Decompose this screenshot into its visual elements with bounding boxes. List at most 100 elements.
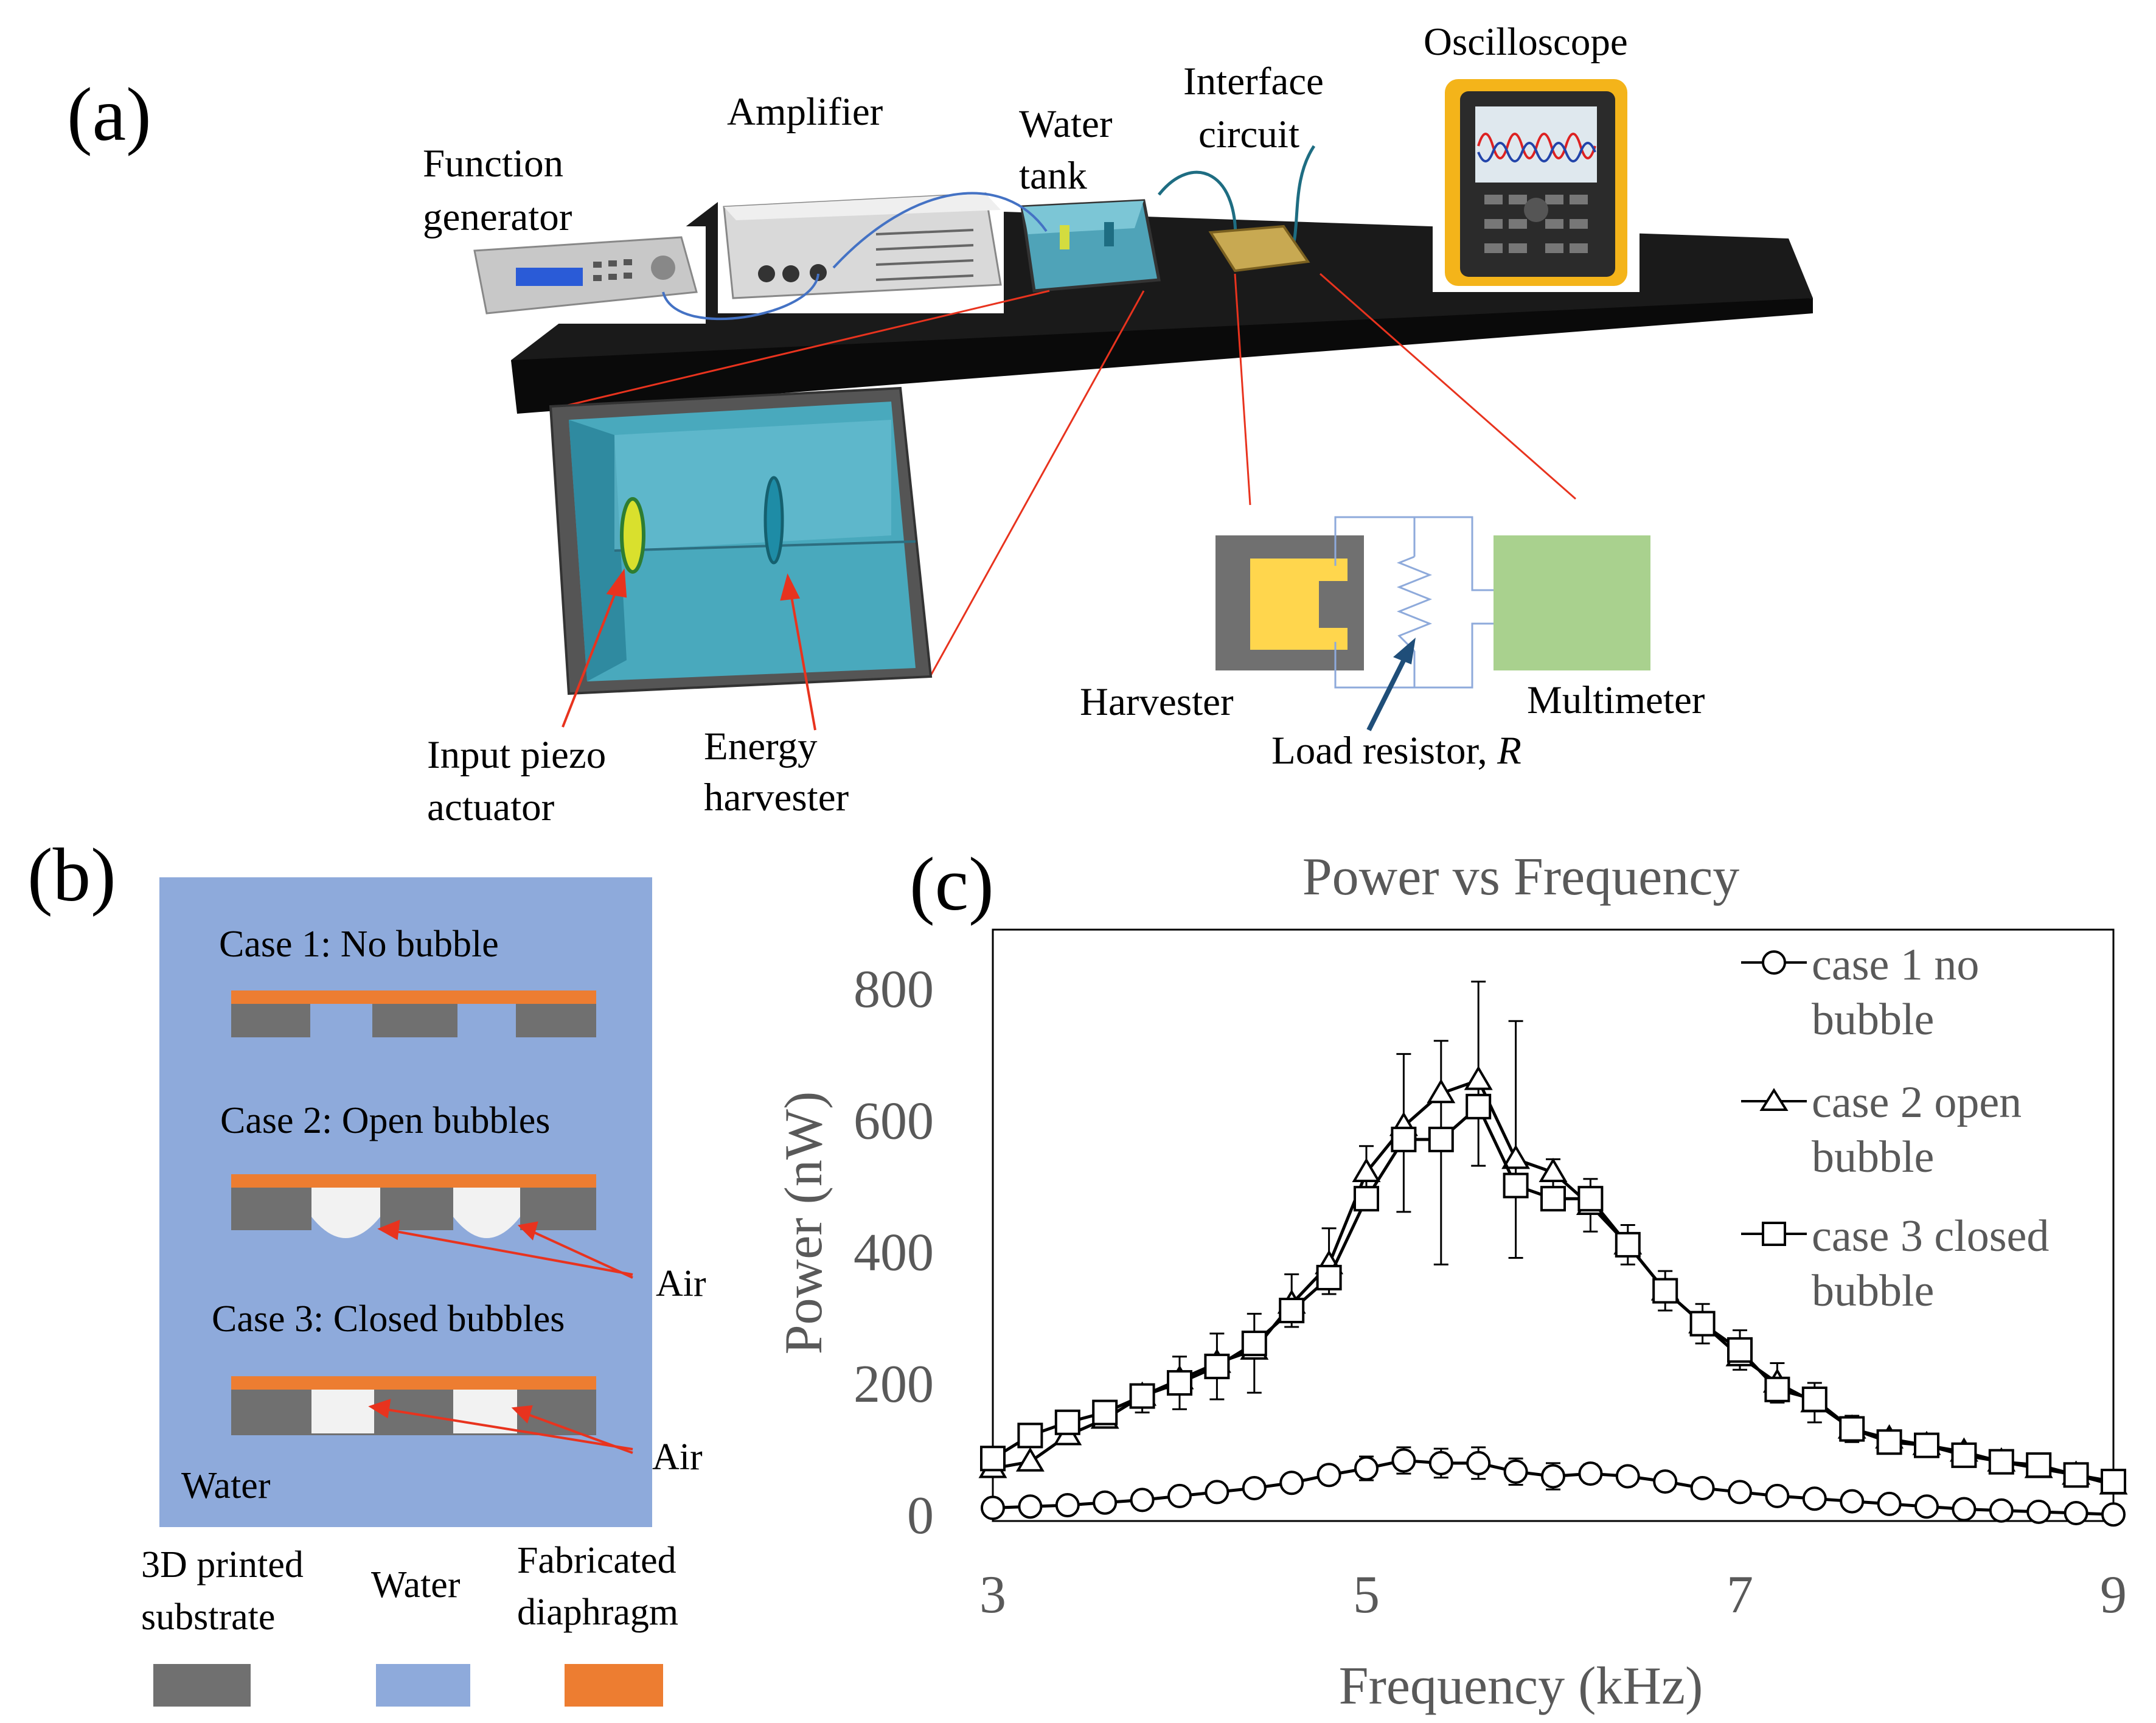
- oscilloscope-device: [1433, 76, 1640, 292]
- y-tick-label: 800: [854, 960, 934, 1019]
- label-function-generator-2: generator: [423, 195, 572, 239]
- legend-swatch-substrate: [153, 1664, 251, 1707]
- y-tick-label: 200: [854, 1355, 934, 1414]
- data-point-square: [1167, 1370, 1192, 1396]
- data-point-square: [1727, 1337, 1753, 1363]
- y-axis-label: Power (nW): [774, 1091, 833, 1355]
- data-point-circle: [1914, 1494, 1939, 1519]
- data-point-square: [1316, 1264, 1342, 1290]
- data-point-circle: [1055, 1493, 1080, 1518]
- label-energy-harvester-2: harvester: [704, 776, 849, 820]
- y-tick-label: 400: [854, 1224, 934, 1283]
- data-point-square: [1652, 1278, 1678, 1304]
- label-multimeter: Multimeter: [1527, 678, 1705, 722]
- tank-detail: [549, 386, 933, 695]
- cable-1: [662, 273, 819, 321]
- data-point-circle: [1840, 1489, 1865, 1514]
- data-point-square: [1129, 1383, 1155, 1409]
- data-point-circle: [1391, 1448, 1416, 1473]
- data-point-circle: [1541, 1464, 1565, 1489]
- legend-diaphragm-2: diaphragm: [517, 1592, 678, 1633]
- panel-b-label: (b): [27, 834, 116, 917]
- data-point-circle: [1354, 1456, 1379, 1481]
- data-point-square: [1354, 1186, 1379, 1212]
- legend-diaphragm-1: Fabricated: [517, 1540, 676, 1581]
- data-point-circle: [1615, 1464, 1640, 1489]
- input-piezo-disc: [620, 497, 645, 574]
- data-point-square: [1540, 1186, 1566, 1212]
- data-point-circle: [1728, 1480, 1752, 1505]
- legend-case-2-line-1: case 2 open: [1812, 1077, 2022, 1127]
- data-point-circle: [1242, 1475, 1267, 1500]
- data-point-square: [1503, 1172, 1529, 1199]
- data-point-square: [1466, 1093, 1492, 1119]
- cable-3: [1158, 170, 1237, 250]
- data-point-square: [1764, 1376, 1790, 1402]
- label-water-tank-2: tank: [1019, 154, 1087, 198]
- data-point-square: [980, 1446, 1006, 1472]
- data-point-triangle: [1015, 1447, 1045, 1472]
- label-harvester: Harvester: [1080, 680, 1234, 724]
- data-point-triangle: [1539, 1157, 1568, 1182]
- chart-series: [978, 980, 2128, 1527]
- x-tick-label: 7: [1727, 1565, 1753, 1624]
- series-line: [992, 1078, 2114, 1486]
- panel-a: (a): [67, 20, 1813, 829]
- data-point-triangle: [1427, 1079, 1456, 1104]
- water-tank-device: [1020, 199, 1161, 293]
- panel-b: (b): [27, 834, 706, 1707]
- data-point-circle: [1279, 1471, 1304, 1495]
- panel-a-label: (a): [67, 73, 151, 157]
- data-point-triangle: [1464, 1065, 1493, 1090]
- label-interface-circuit-1: Interface: [1183, 60, 1324, 103]
- data-point-circle: [1503, 1459, 1528, 1484]
- label-water-tank-1: Water: [1019, 102, 1113, 146]
- data-point-circle: [2026, 1499, 2051, 1524]
- legend-case-3-line-1: case 3 closed: [1812, 1211, 2049, 1261]
- data-point-square: [1839, 1416, 1865, 1442]
- legend-swatch-diaphragm: [565, 1664, 663, 1707]
- data-point-square: [1054, 1409, 1080, 1435]
- data-point-square: [1801, 1386, 1827, 1412]
- data-point-square: [1577, 1186, 1604, 1212]
- tank-arrows: [562, 568, 816, 731]
- chart-legend: case 1 no bubble case 2 open bubble case…: [1741, 940, 2049, 1316]
- legend-water: Water: [371, 1564, 461, 1606]
- data-point-triangle: [1352, 1157, 1381, 1182]
- data-point-circle: [1653, 1469, 1678, 1494]
- y-tick-labels: 0 200 400 600 800: [854, 960, 934, 1545]
- data-point-circle: [1018, 1494, 1043, 1519]
- data-point-square: [1876, 1429, 1902, 1455]
- label-energy-harvester-1: Energy: [704, 725, 818, 768]
- x-axis-label: Frequency (kHz): [1339, 1657, 1703, 1716]
- data-point-circle: [2101, 1502, 2126, 1527]
- series-circle: [981, 1446, 2126, 1527]
- callout-lines: [562, 273, 1576, 676]
- plot-area: [992, 928, 2115, 1522]
- case-3-cross-section: [231, 1376, 596, 1435]
- data-point-circle: [1989, 1498, 2014, 1523]
- data-point-square: [1988, 1449, 2014, 1475]
- legend-case-1-line-2: bubble: [1812, 995, 1934, 1045]
- label-load-resistor: Load resistor, R: [1271, 729, 1521, 773]
- data-point-circle: [1167, 1483, 1192, 1508]
- label-amplifier: Amplifier: [727, 90, 883, 134]
- multimeter-box: [1494, 535, 1650, 670]
- data-point-square: [1615, 1231, 1641, 1258]
- data-point-square: [1428, 1126, 1454, 1152]
- harvester-disc: [763, 476, 784, 565]
- data-point-square: [1279, 1298, 1305, 1323]
- x-tick-label: 5: [1353, 1565, 1380, 1624]
- load-resistor-arrow: [1393, 638, 1416, 664]
- data-point-square: [2026, 1452, 2052, 1478]
- data-point-circle: [981, 1495, 1005, 1520]
- air-arrows: [368, 1219, 633, 1454]
- circuit-diagram: [1215, 516, 1650, 731]
- data-point-circle: [2064, 1501, 2088, 1526]
- data-point-square: [1017, 1422, 1043, 1449]
- data-point-square: [2101, 1469, 2126, 1495]
- x-tick-label: 9: [2100, 1565, 2127, 1624]
- label-function-generator-1: Function: [423, 142, 563, 186]
- legend-marker-triangle: [1759, 1088, 1789, 1111]
- water-label: Water: [181, 1465, 271, 1506]
